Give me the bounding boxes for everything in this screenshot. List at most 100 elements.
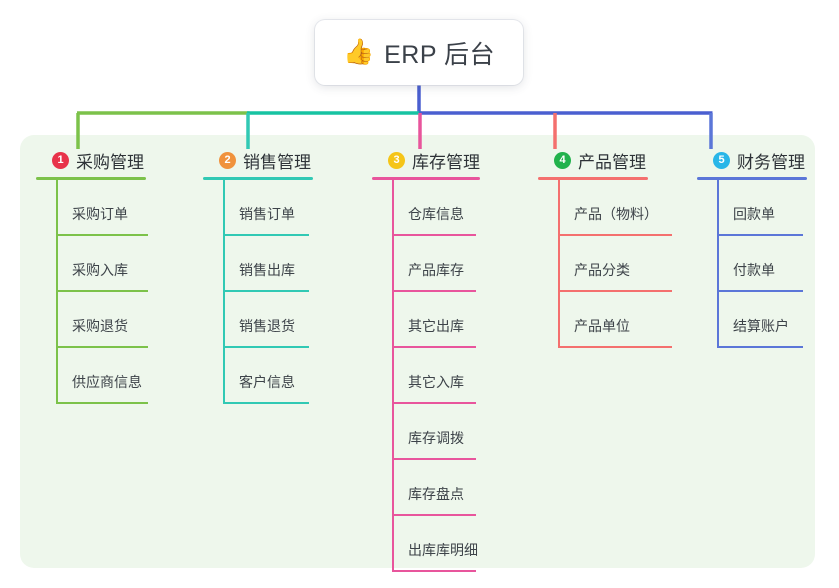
list-item[interactable]: 客户信息 [223, 348, 313, 404]
column-items: 回款单付款单结算账户 [717, 180, 807, 348]
column-items: 销售订单销售出库销售退货客户信息 [223, 180, 313, 404]
list-item-label: 其它入库 [408, 374, 464, 390]
column-header-销售管理[interactable]: 2 销售管理 [203, 147, 313, 173]
list-item-underline [717, 234, 803, 236]
column-header-采购管理[interactable]: 1 采购管理 [36, 147, 146, 173]
list-item[interactable]: 产品分类 [558, 236, 672, 292]
column-trunk-line [558, 180, 560, 348]
column-underline [36, 177, 146, 180]
list-item-label: 采购订单 [72, 206, 128, 222]
list-item-label: 回款单 [733, 206, 775, 222]
list-item-label: 供应商信息 [72, 374, 142, 390]
root-node-title: ERP 后台 [384, 40, 496, 69]
list-item-label: 库存调拨 [408, 430, 464, 446]
column-产品管理: 4 产品管理产品（物料） 产品分类产品单位 [538, 147, 672, 348]
list-item-label: 产品库存 [408, 262, 464, 278]
column-underline [538, 177, 648, 180]
list-item-label: 付款单 [733, 262, 775, 278]
list-item-underline [717, 346, 803, 348]
list-item-label: 仓库信息 [408, 206, 464, 222]
column-index-badge: 4 [554, 151, 571, 169]
column-underline [372, 177, 480, 180]
column-index-badge: 3 [388, 151, 405, 169]
list-item-underline [392, 458, 476, 460]
list-item-underline [558, 290, 672, 292]
column-title: 库存管理 [412, 152, 480, 172]
list-item-label: 其它出库 [408, 318, 464, 334]
list-item[interactable]: 库存盘点 [392, 460, 480, 516]
column-items: 产品（物料） 产品分类产品单位 [558, 180, 672, 348]
diagram-background-panel [20, 135, 815, 568]
list-item-underline [558, 346, 672, 348]
root-node-erp-backend[interactable]: 👍 ERP 后台 [315, 20, 523, 85]
list-item-label: 产品分类 [574, 262, 630, 278]
list-item[interactable]: 采购入库 [56, 236, 148, 292]
list-item[interactable]: 出库库明细 [392, 516, 480, 572]
column-header-库存管理[interactable]: 3 库存管理 [372, 147, 480, 173]
column-trunk-line [56, 180, 58, 404]
list-item-underline [392, 290, 476, 292]
list-item-label: 销售出库 [239, 262, 295, 278]
column-items: 仓库信息产品库存其它出库其它入库库存调拨库存盘点出库库明细 [392, 180, 480, 572]
column-采购管理: 1 采购管理采购订单采购入库采购退货供应商信息 [36, 147, 148, 404]
column-trunk-line [392, 180, 394, 572]
list-item[interactable]: 仓库信息 [392, 180, 480, 236]
column-underline [203, 177, 313, 180]
list-item[interactable]: 销售订单 [223, 180, 313, 236]
column-index-badge: 1 [52, 151, 69, 169]
list-item[interactable]: 销售出库 [223, 236, 313, 292]
list-item-label: 采购退货 [72, 318, 128, 334]
list-item-underline [223, 234, 309, 236]
list-item[interactable]: 产品（物料） [558, 180, 672, 236]
list-item-underline [56, 290, 148, 292]
list-item[interactable]: 库存调拨 [392, 404, 480, 460]
list-item-label: 库存盘点 [408, 486, 464, 502]
list-item-underline [392, 570, 476, 572]
list-item-label: 出库库明细 [408, 542, 478, 558]
list-item[interactable]: 产品库存 [392, 236, 480, 292]
column-财务管理: 5 财务管理回款单付款单结算账户 [697, 147, 807, 348]
list-item[interactable]: 其它入库 [392, 348, 480, 404]
list-item[interactable]: 回款单 [717, 180, 807, 236]
thumbs-up-icon: 👍 [342, 38, 375, 66]
list-item[interactable]: 付款单 [717, 236, 807, 292]
column-header-产品管理[interactable]: 4 产品管理 [538, 147, 648, 173]
column-title: 销售管理 [243, 152, 311, 172]
column-title: 产品管理 [578, 152, 646, 172]
column-index-badge: 5 [713, 151, 730, 169]
list-item[interactable]: 采购退货 [56, 292, 148, 348]
column-库存管理: 3 库存管理仓库信息产品库存其它出库其它入库库存调拨库存盘点出库库明细 [372, 147, 480, 572]
list-item-underline [558, 234, 672, 236]
list-item[interactable]: 其它出库 [392, 292, 480, 348]
list-item[interactable]: 采购订单 [56, 180, 148, 236]
column-title: 财务管理 [737, 152, 805, 172]
list-item-label: 客户信息 [239, 374, 295, 390]
list-item-label: 结算账户 [733, 318, 789, 334]
list-item-underline [223, 346, 309, 348]
list-item-label: 采购入库 [72, 262, 128, 278]
list-item-underline [223, 290, 309, 292]
list-item[interactable]: 结算账户 [717, 292, 807, 348]
list-item-underline [56, 346, 148, 348]
list-item-underline [392, 402, 476, 404]
list-item-underline [56, 234, 148, 236]
list-item-label: 产品单位 [574, 318, 630, 334]
column-header-财务管理[interactable]: 5 财务管理 [697, 147, 807, 173]
column-trunk-line [223, 180, 225, 404]
list-item-underline [717, 290, 803, 292]
list-item-label: 销售订单 [239, 206, 295, 222]
column-销售管理: 2 销售管理销售订单销售出库销售退货客户信息 [203, 147, 313, 404]
list-item-label: 产品（物料） [574, 206, 658, 222]
list-item-label: 销售退货 [239, 318, 295, 334]
list-item-underline [223, 402, 309, 404]
column-index-badge: 2 [219, 151, 236, 169]
list-item[interactable]: 供应商信息 [56, 348, 148, 404]
column-title: 采购管理 [76, 152, 144, 172]
list-item[interactable]: 产品单位 [558, 292, 672, 348]
list-item-underline [392, 346, 476, 348]
list-item-underline [392, 514, 476, 516]
list-item-underline [56, 402, 148, 404]
list-item[interactable]: 销售退货 [223, 292, 313, 348]
column-trunk-line [717, 180, 719, 348]
column-underline [697, 177, 807, 180]
